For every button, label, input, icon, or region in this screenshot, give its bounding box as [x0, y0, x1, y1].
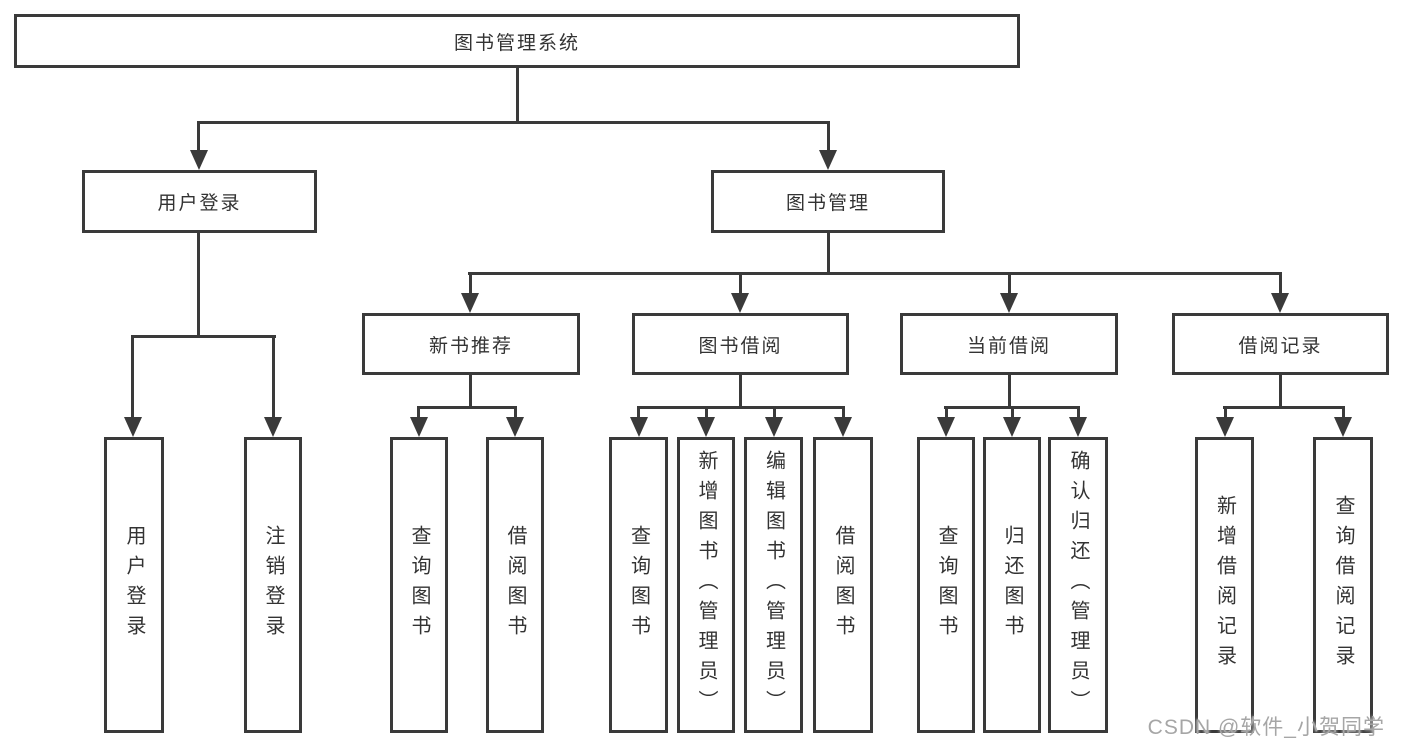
connector-line [272, 335, 275, 419]
arrowhead-down-icon [697, 417, 715, 437]
arrowhead-down-icon [461, 293, 479, 313]
leaf-return-books: 归还图书 [983, 437, 1041, 733]
leaf-current-query-books: 查询图书 [917, 437, 975, 733]
connector-line [1077, 406, 1080, 419]
node-borrow-records: 借阅记录 [1172, 313, 1389, 375]
node-user-login: 用户登录 [82, 170, 317, 233]
node-book-management: 图书管理 [711, 170, 945, 233]
node-label: 借阅图书 [504, 525, 526, 645]
connector-line [773, 406, 776, 419]
connector-line [1011, 406, 1014, 419]
node-label: 当前借阅 [966, 335, 1051, 357]
leaf-edit-books-admin: 编辑图书（管理员） [744, 437, 803, 733]
arrowhead-down-icon [731, 293, 749, 313]
node-label: 用户登录 [157, 193, 242, 214]
connector-line [1224, 406, 1227, 419]
node-label: 归还图书 [1001, 525, 1023, 645]
connector-line [516, 66, 519, 123]
arrowhead-down-icon [1003, 417, 1021, 437]
connector-line [469, 373, 472, 408]
arrowhead-down-icon [1000, 293, 1018, 313]
connector-line [739, 272, 742, 295]
connector-line [468, 272, 1282, 275]
connector-line [739, 373, 742, 408]
node-label: 用户登录 [123, 525, 145, 645]
node-label: 查询图书 [627, 525, 650, 645]
arrowhead-down-icon [1216, 417, 1234, 437]
leaf-query-borrow-record: 查询借阅记录 [1313, 437, 1373, 733]
connector-line [842, 406, 845, 419]
connector-line [1279, 373, 1282, 408]
leaf-borrow-borrow-books: 借阅图书 [813, 437, 873, 733]
connector-line [637, 406, 845, 409]
arrowhead-down-icon [410, 417, 428, 437]
arrowhead-down-icon [190, 150, 208, 170]
leaf-add-books-admin: 新增图书（管理员） [677, 437, 735, 733]
node-label: 注销登录 [262, 525, 284, 645]
connector-line [827, 231, 830, 274]
node-label: 查询借阅记录 [1332, 495, 1354, 675]
arrowhead-down-icon [1271, 293, 1289, 313]
connector-line [514, 406, 517, 419]
node-label: 图书借阅 [698, 335, 783, 357]
arrowhead-down-icon [834, 417, 852, 437]
arrowhead-down-icon [264, 417, 282, 437]
connector-line [131, 335, 276, 338]
node-label: 新增图书（管理员） [695, 450, 717, 720]
connector-line [705, 406, 708, 419]
node-label: 新书推荐 [428, 335, 513, 357]
connector-line [1279, 272, 1282, 295]
arrowhead-down-icon [506, 417, 524, 437]
arrowhead-down-icon [937, 417, 955, 437]
node-book-borrow: 图书借阅 [632, 313, 849, 375]
connector-line [197, 121, 830, 124]
connector-line [131, 335, 134, 419]
node-label: 借阅记录 [1238, 335, 1323, 357]
node-label: 新增借阅记录 [1213, 495, 1236, 675]
leaf-logout: 注销登录 [244, 437, 302, 733]
node-label: 图书管理 [785, 193, 870, 214]
leaf-add-borrow-record: 新增借阅记录 [1195, 437, 1254, 733]
connector-line [197, 231, 200, 337]
connector-line [945, 406, 948, 419]
arrowhead-down-icon [819, 150, 837, 170]
arrowhead-down-icon [630, 417, 648, 437]
arrowhead-down-icon [765, 417, 783, 437]
connector-line [1008, 373, 1011, 408]
leaf-confirm-return-admin: 确认归还（管理员） [1048, 437, 1108, 733]
arrowhead-down-icon [124, 417, 142, 437]
node-root-system: 图书管理系统 [14, 14, 1020, 68]
node-label: 编辑图书（管理员） [762, 450, 785, 720]
leaf-borrow-query-books: 查询图书 [609, 437, 668, 733]
arrowhead-down-icon [1069, 417, 1087, 437]
node-label: 图书管理系统 [453, 32, 580, 54]
connector-line [1008, 272, 1011, 295]
connector-line [469, 272, 472, 295]
node-current-borrow: 当前借阅 [900, 313, 1118, 375]
node-label: 查询图书 [408, 525, 430, 645]
node-label: 确认归还（管理员） [1067, 450, 1089, 720]
connector-line [827, 121, 830, 152]
csdn-watermark: CSDN @软件_小贺同学 [1147, 716, 1385, 739]
node-label: 借阅图书 [832, 525, 854, 645]
connector-line [197, 121, 200, 152]
connector-line [417, 406, 517, 409]
node-new-book: 新书推荐 [362, 313, 580, 375]
leaf-newbook-borrow-books: 借阅图书 [486, 437, 544, 733]
connector-line [417, 406, 420, 419]
connector-line [1223, 406, 1345, 409]
connector-line [1342, 406, 1345, 419]
leaf-newbook-query-books: 查询图书 [390, 437, 448, 733]
leaf-user-login: 用户登录 [104, 437, 164, 733]
arrowhead-down-icon [1334, 417, 1352, 437]
node-label: 查询图书 [935, 525, 957, 645]
connector-line [637, 406, 640, 419]
